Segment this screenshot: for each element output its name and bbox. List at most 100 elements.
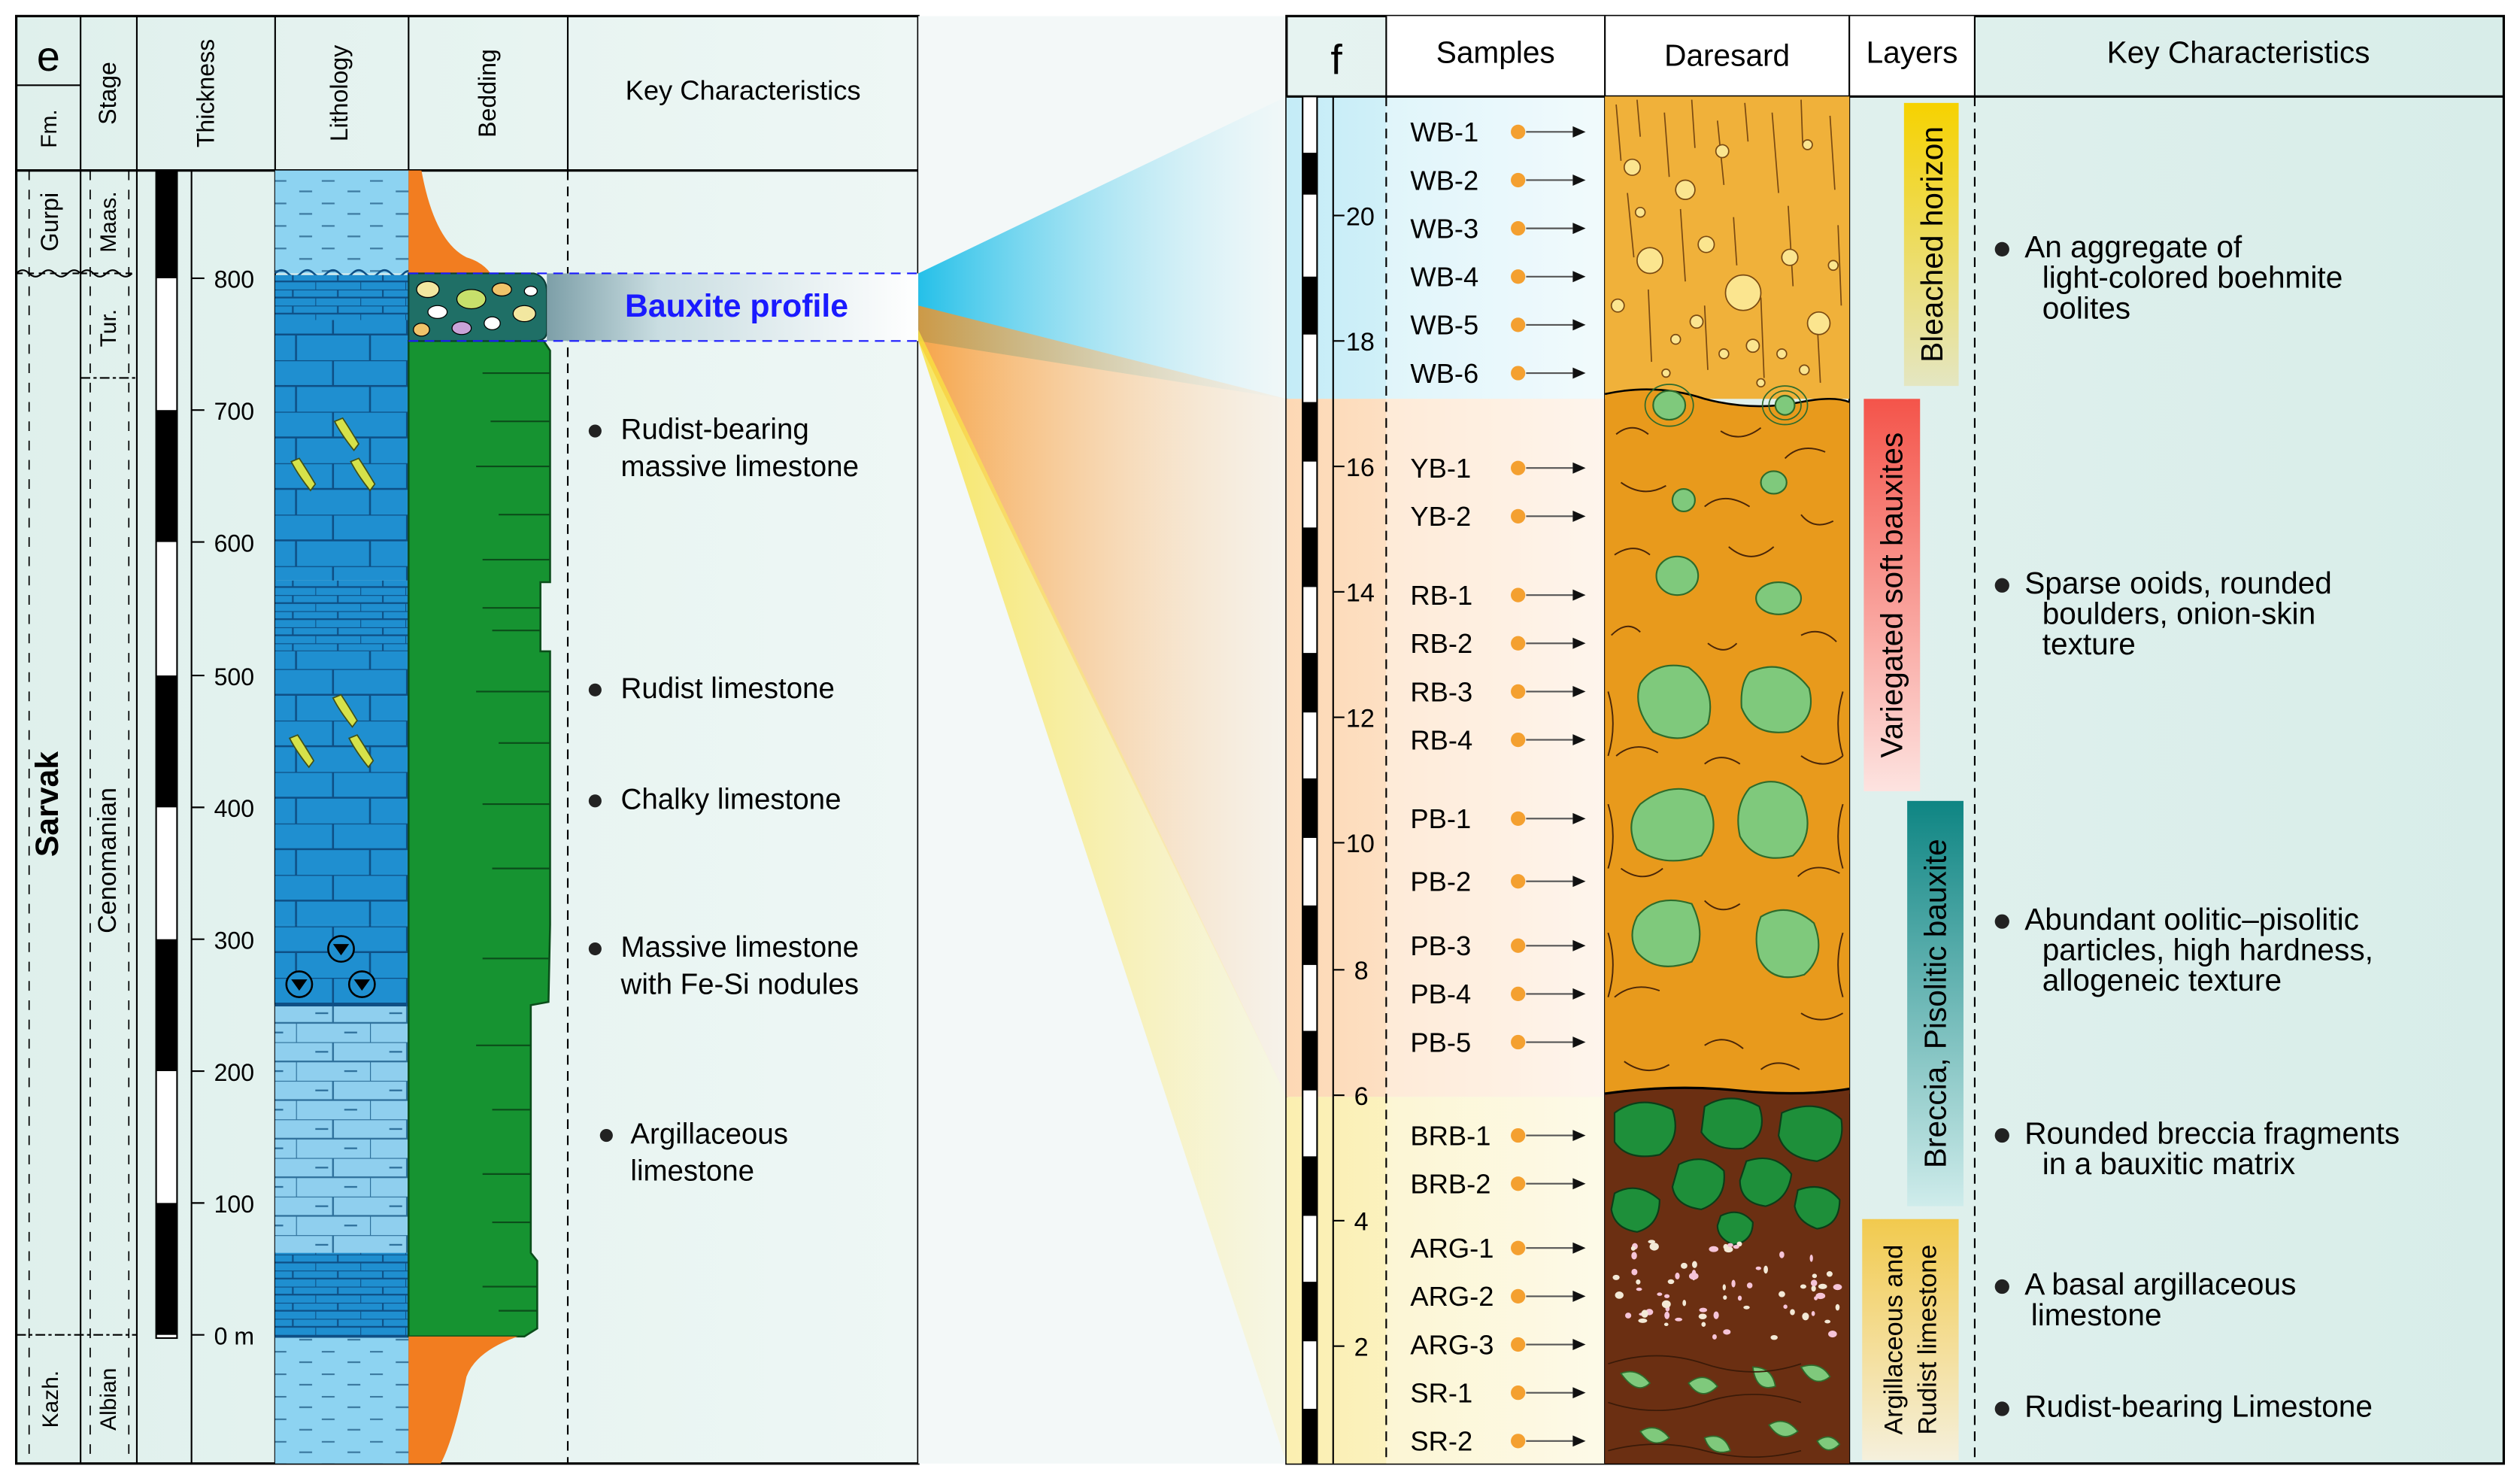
- meter-ticks: [1333, 214, 1345, 1347]
- char-f-3-line1: Abundant oolitic–pisolitic: [2024, 902, 2359, 936]
- panel-e-letter: e: [37, 33, 60, 80]
- sample-label: ARG-1: [1410, 1233, 1494, 1264]
- sample-row: WB-4: [1410, 262, 1586, 293]
- layer-variegated-box: [1863, 399, 1921, 791]
- sample-row: SR-2: [1410, 1426, 1586, 1457]
- sample-point-icon: [1511, 1385, 1526, 1401]
- meter-label-6: 6: [1354, 1082, 1369, 1111]
- argillaceous-speckles: [1612, 1240, 1842, 1340]
- sample-row: WB-3: [1410, 213, 1586, 244]
- arrow-right-icon: [1572, 271, 1586, 283]
- sample-point-icon: [1511, 587, 1526, 602]
- panel-f-letter: f: [1330, 36, 1342, 83]
- header-layers: Layers: [1866, 35, 1958, 69]
- header-key-characteristics-e: Key Characteristics: [626, 75, 861, 106]
- sample-row: BRB-1: [1410, 1120, 1586, 1151]
- char-e-5-line2: limestone: [630, 1155, 754, 1187]
- char-e-4-line2: with Fe-Si nodules: [620, 968, 859, 1000]
- bullet-icon: [1994, 241, 2009, 257]
- bullet-icon: [599, 1129, 613, 1143]
- header-daresard: Daresard: [1664, 38, 1790, 73]
- sample-point-icon: [1511, 1288, 1526, 1304]
- scale-label-500: 500: [214, 663, 255, 690]
- sample-point-icon: [1511, 636, 1526, 651]
- arrow-right-icon: [1572, 812, 1586, 824]
- sample-point-icon: [1511, 986, 1526, 1002]
- litho-thin-limestone-2: [274, 580, 409, 651]
- sample-point-icon: [1511, 1127, 1526, 1143]
- sample-row: PB-4: [1410, 979, 1586, 1009]
- sample-row: ARG-3: [1410, 1329, 1586, 1360]
- breccia-fragments: [1610, 1097, 1843, 1246]
- meter-label-2: 2: [1354, 1333, 1369, 1361]
- sample-row: PB-1: [1410, 803, 1586, 834]
- char-f-1-line3: oolites: [2042, 290, 2130, 325]
- arrow-right-icon: [1572, 734, 1586, 746]
- scale-label-0: 0 m: [214, 1323, 254, 1350]
- bauxite-profile-label: Bauxite profile: [625, 288, 848, 324]
- layer-labels: Bleached horizon Variegated soft bauxite…: [1862, 102, 1964, 1461]
- sample-row: RB-1: [1410, 580, 1586, 611]
- arrow-right-icon: [1572, 685, 1586, 697]
- arrow-right-icon: [1572, 1130, 1586, 1142]
- stage-tur: Tur.: [96, 309, 121, 347]
- litho-thin-limestone: [274, 275, 409, 320]
- arrow-right-icon: [1572, 367, 1586, 379]
- sample-row: RB-3: [1410, 676, 1586, 707]
- bauxite-highlight: [547, 273, 919, 341]
- header-thickness: Thickness: [193, 39, 220, 147]
- sample-label: YB-1: [1410, 453, 1471, 484]
- stage-maas: Maas.: [96, 191, 121, 252]
- sample-point-icon: [1511, 732, 1526, 748]
- sample-point-icon: [1511, 172, 1526, 188]
- sample-row: PB-3: [1410, 930, 1586, 961]
- scale-label-600: 600: [214, 530, 255, 557]
- sample-row: PB-2: [1410, 866, 1586, 897]
- stage-cenomanian: Cenomanian: [93, 788, 122, 933]
- meter-label-12: 12: [1346, 704, 1375, 733]
- char-e-3-line1: Chalky limestone: [621, 784, 842, 816]
- boehmite-oolites: [1610, 139, 1839, 388]
- rudist-fossil-icon: [333, 417, 360, 452]
- sample-label: BRB-1: [1410, 1120, 1490, 1151]
- rudist-fossil-icon: [288, 734, 315, 769]
- meter-label-18: 18: [1346, 328, 1375, 357]
- arrow-right-icon: [1572, 876, 1586, 888]
- sample-point-icon: [1511, 508, 1526, 524]
- panel-e: e Fm. Stage Thickness Lithology Bedding …: [15, 14, 920, 1465]
- sample-point-icon: [1511, 460, 1526, 475]
- stage-albian: Albian: [96, 1368, 121, 1431]
- sample-point-icon: [1511, 317, 1526, 332]
- sample-point-icon: [1511, 1034, 1526, 1050]
- sample-label: RB-2: [1410, 628, 1472, 659]
- litho-argillaceous-limestone: [274, 1005, 409, 1253]
- meter-label-14: 14: [1346, 579, 1375, 608]
- rudist-shells: [1620, 1364, 1841, 1453]
- meter-label-20: 20: [1346, 202, 1375, 231]
- arrow-right-icon: [1572, 637, 1586, 649]
- bullet-icon: [1994, 578, 2009, 593]
- litho-rudist-limestone: [274, 651, 409, 925]
- layer-argillaceous-line2: Rudist limestone: [1914, 1245, 1942, 1435]
- sample-point-icon: [1511, 1240, 1526, 1255]
- bedding-column: [408, 170, 551, 1464]
- profile-soft-bauxite-zone: [1605, 389, 1850, 1094]
- sample-label: PB-2: [1410, 866, 1471, 897]
- layer-bleached-box: [1903, 102, 1959, 387]
- sample-row: YB-2: [1410, 501, 1586, 532]
- sample-row: BRB-2: [1410, 1169, 1586, 1200]
- meter-label-4: 4: [1354, 1208, 1369, 1237]
- char-f-2-line3: texture: [2042, 627, 2136, 661]
- char-f-1-line2: light-colored boehmite: [2042, 260, 2343, 295]
- header-fm: Fm.: [37, 109, 62, 148]
- arrow-right-icon: [1572, 1435, 1586, 1447]
- char-f-5-line2: limestone: [2031, 1297, 2162, 1332]
- sample-label: SR-1: [1410, 1378, 1472, 1409]
- arrow-right-icon: [1572, 988, 1586, 1000]
- char-e-5-line1: Argillaceous: [630, 1118, 788, 1150]
- sample-point-icon: [1511, 811, 1526, 826]
- meter-scale-bar: [1302, 96, 1334, 1464]
- arrow-right-icon: [1572, 1242, 1586, 1254]
- bedding-sarvak-profile: [408, 340, 551, 1338]
- arrow-right-icon: [1572, 462, 1586, 474]
